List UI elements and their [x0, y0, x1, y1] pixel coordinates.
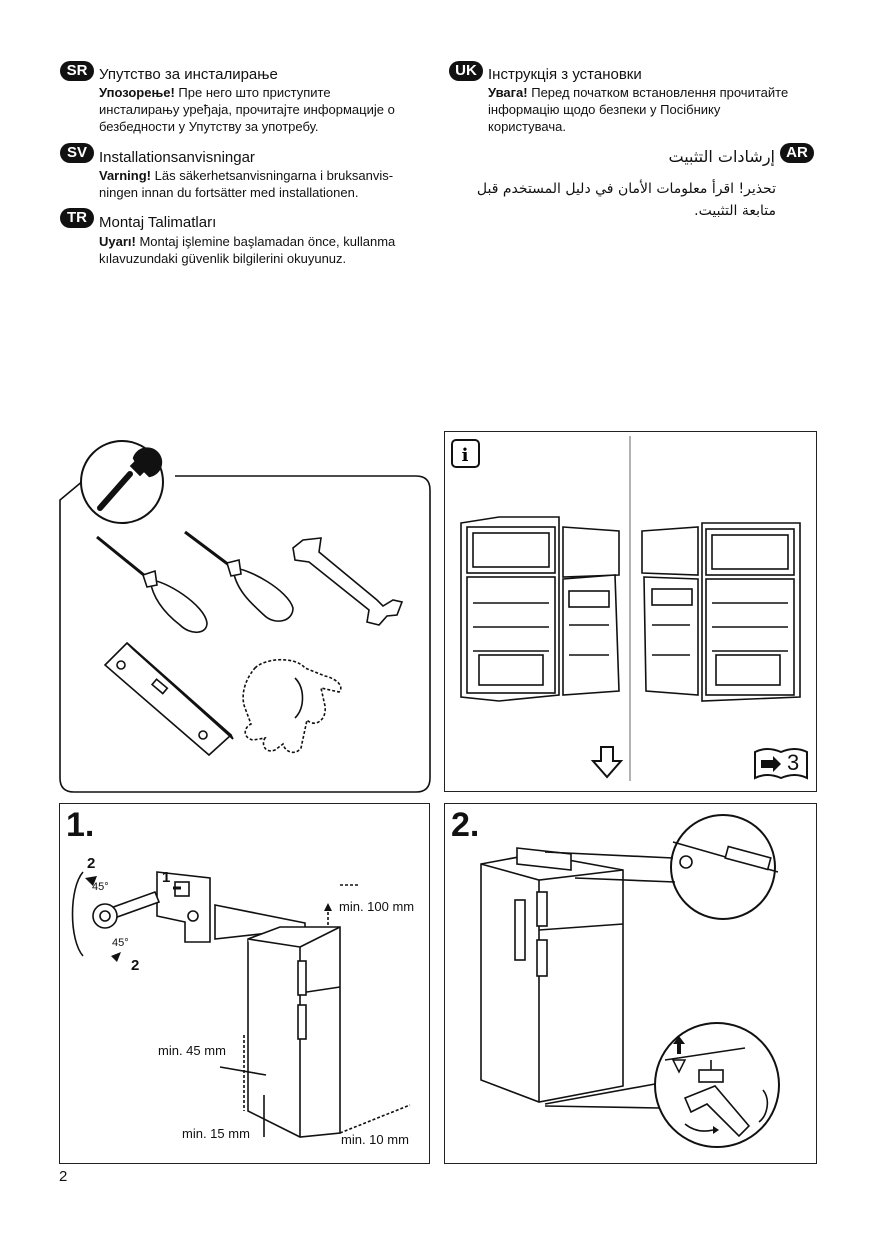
- clearance-bottom: min. 15 mm: [182, 1126, 250, 1141]
- fridge-open-left: [460, 516, 620, 702]
- warning-text: Перед початком встановлення прочитайте і…: [488, 85, 789, 134]
- spirit-level-icon: [103, 641, 234, 757]
- step1-panel: [59, 803, 430, 1164]
- level-zoom: [670, 814, 779, 920]
- foot-zoom: [654, 1022, 780, 1148]
- lang-badge-sv: SV: [60, 143, 94, 163]
- clearance-top: min. 100 mm: [339, 899, 415, 914]
- svg-text:i: i: [462, 445, 469, 466]
- panel-divider: [629, 436, 631, 781]
- section-text-ar: تحذير! اقرأ معلومات الأمان في دليل المست…: [476, 181, 776, 219]
- angle-label-2: 45°: [112, 937, 129, 949]
- section-text-sv: Varning! Läs säkerhetsanvisningarna i br…: [99, 167, 429, 201]
- step-label-2a: 2: [87, 855, 96, 872]
- lang-badge-tr: TR: [60, 208, 94, 228]
- warning-text: Montaj işlemine başlamadan önce, kullanm…: [99, 234, 396, 266]
- lang-badge-uk: UK: [449, 61, 483, 81]
- lang-badge-ar: AR: [780, 143, 814, 163]
- angle-label-1: 45°: [92, 881, 109, 893]
- spanner-icon: [292, 537, 404, 626]
- zoom-lines-bottom: [544, 1083, 660, 1109]
- fridge-leveling-drawing: [480, 847, 624, 1103]
- wrench-icon: [80, 440, 164, 524]
- section-title-ar: إرشادات التثبيت: [668, 147, 775, 166]
- book-reference-icon: 3: [753, 746, 809, 780]
- section-title-sv: Installationsanvisningar: [99, 149, 255, 166]
- page-reference: 3: [787, 750, 800, 775]
- section-title-tr: Montaj Talimatları: [99, 214, 217, 231]
- lang-badge-sr: SR: [60, 61, 94, 81]
- warning-label: Varning!: [99, 168, 152, 183]
- spacer-detail: [71, 871, 211, 962]
- section-title-uk: Інструкція з установки: [488, 66, 642, 83]
- info-icon: i: [451, 439, 480, 468]
- step-label-1: 1: [162, 869, 171, 886]
- door-reversal-panel: [444, 431, 817, 792]
- step2-number: 2.: [451, 806, 480, 844]
- page-number: 2: [59, 1168, 68, 1185]
- section-text-sr: Упозорење! Пре него што приступите инста…: [99, 84, 429, 135]
- warning-label: Упозорење!: [99, 85, 175, 100]
- step2-panel: [444, 803, 817, 1164]
- step-label-2b: 2: [131, 957, 140, 974]
- clearance-back: min. 10 mm: [341, 1132, 409, 1147]
- warning-label: Uyarı!: [99, 234, 136, 249]
- clearance-side: min. 45 mm: [158, 1043, 226, 1058]
- warning-label: Увага!: [488, 85, 528, 100]
- step1-number: 1.: [66, 806, 95, 844]
- warning-text: Läs säkerhetsanvisningarna i bruksanvis-…: [99, 168, 394, 200]
- warning-text: Пре него што приступите инсталирању уређ…: [99, 85, 395, 134]
- down-arrow-icon: [590, 746, 624, 779]
- zoom-lines-top: [544, 851, 676, 883]
- gloves-icon: [242, 658, 342, 754]
- screwdriver-icon: [96, 535, 208, 634]
- fridge-open-right: [641, 522, 801, 702]
- section-title-sr: Упутство за инсталирање: [99, 66, 278, 83]
- screwdriver-icon: [184, 530, 294, 622]
- fridge-clearance-drawing: [219, 884, 411, 1138]
- section-text-tr: Uyarı! Montaj işlemine başlamadan önce, …: [99, 233, 429, 267]
- section-text-uk: Увага! Перед початком встановлення прочи…: [488, 84, 828, 135]
